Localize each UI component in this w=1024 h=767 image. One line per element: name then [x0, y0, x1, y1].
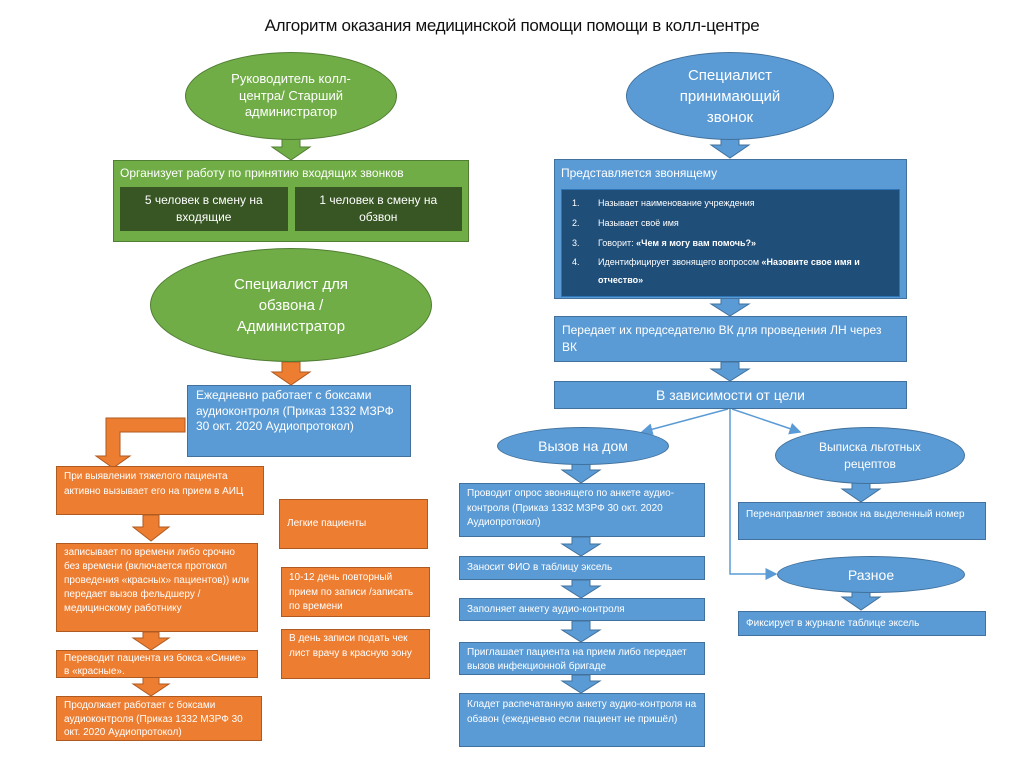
block-arrow-down-icon — [131, 631, 171, 651]
daily-audio-box: Ежедневно работает с боксами аудиоконтро… — [187, 385, 411, 457]
l-arrow-icon — [94, 417, 186, 469]
head-ellipse-manager-label: Руководитель колл-центра/ Старший админи… — [231, 70, 351, 120]
page-title: Алгоритм оказания медицинской помощи пом… — [264, 16, 760, 35]
block-arrow-down-icon — [840, 481, 882, 503]
home-call-step-1: Проводит опрос звонящего по анкете аудио… — [459, 483, 705, 537]
organizes-box-label: Организует работу по принятию входящих з… — [120, 166, 404, 180]
incoming-staff-box: 5 человек в смену на входящие — [120, 187, 288, 232]
greeting-steps-list: 1.Называет наименование учреждения 2.Наз… — [561, 189, 900, 298]
greeting-step: 2.Называет своё имя — [572, 218, 679, 229]
prescriptions-step: Перенаправляет звонок на выделенный номе… — [738, 502, 986, 540]
mild-patients-box: Легкие пациенты — [279, 499, 428, 549]
home-call-step-2: Заносит ФИО в таблицу эксель — [459, 556, 705, 580]
block-arrow-down-icon — [840, 589, 882, 611]
severe-step-1: При выявлении тяжелого пациента активно … — [56, 466, 264, 515]
block-arrow-down-icon — [270, 361, 312, 386]
block-arrow-down-icon — [560, 620, 602, 643]
connector-prescriptions — [731, 408, 802, 435]
misc-step: Фиксирует в журнале таблице эксель — [738, 611, 986, 636]
block-arrow-down-icon — [709, 361, 751, 382]
misc-ellipse: Разное — [777, 556, 965, 593]
connector-misc — [729, 409, 778, 580]
block-arrow-down-icon — [709, 136, 751, 159]
block-arrow-down-icon — [270, 136, 312, 161]
block-arrow-down-icon — [131, 676, 171, 697]
organizes-box: Организует работу по принятию входящих з… — [113, 160, 469, 242]
block-arrow-down-icon — [709, 297, 751, 317]
introduces-box: Представляется звонящему 1.Называет наим… — [554, 159, 907, 299]
call-specialist-ellipse: Специалист принимающий звонок — [626, 52, 834, 140]
home-call-step-3: Заполняет анкету аудио-контроля — [459, 598, 705, 621]
block-arrow-down-icon — [560, 579, 602, 599]
severe-step-2: записывает по времени либо срочно без вр… — [56, 543, 258, 632]
block-arrow-down-icon — [560, 536, 602, 557]
block-arrow-down-icon — [131, 514, 171, 542]
severe-step-3: Переводит пациента из бокса «Синие» в «к… — [56, 650, 258, 678]
depends-on-goal-box: В зависимости от цели — [554, 381, 907, 409]
head-ellipse-manager: Руководитель колл-центра/ Старший админи… — [185, 52, 397, 140]
prescriptions-ellipse: Выписка льготных рецептов — [775, 427, 965, 484]
home-call-ellipse: Вызов на дом — [497, 427, 669, 465]
home-call-step-4: Приглашает пациента на прием либо переда… — [459, 642, 705, 675]
home-call-step-5: Кладет распечатанную анкету аудио-контро… — [459, 693, 705, 747]
mild-followup-box: 10-12 день повторный прием по записи /за… — [281, 567, 430, 617]
greeting-step: 4.Идентифицирует звонящего вопросом «Наз… — [572, 257, 860, 286]
greeting-step: 1.Называет наименование учреждения — [572, 198, 755, 209]
introduces-box-label: Представляется звонящему — [561, 166, 718, 180]
transfer-vk-box: Передает их председателю ВК для проведен… — [554, 316, 907, 362]
outbound-specialist-ellipse: Специалист для обзвона / Администратор — [150, 248, 432, 362]
greeting-step: 3.Говорит: «Чем я могу вам помочь?» — [572, 238, 757, 249]
connector-home-call — [640, 408, 729, 436]
outbound-staff-box: 1 человек в смену на обзвон — [294, 187, 462, 232]
mild-checklist-box: В день записи подать чек лист врачу в кр… — [281, 629, 430, 679]
severe-step-4: Продолжает работает с боксами аудиоконтр… — [56, 696, 262, 741]
block-arrow-down-icon — [560, 674, 602, 694]
